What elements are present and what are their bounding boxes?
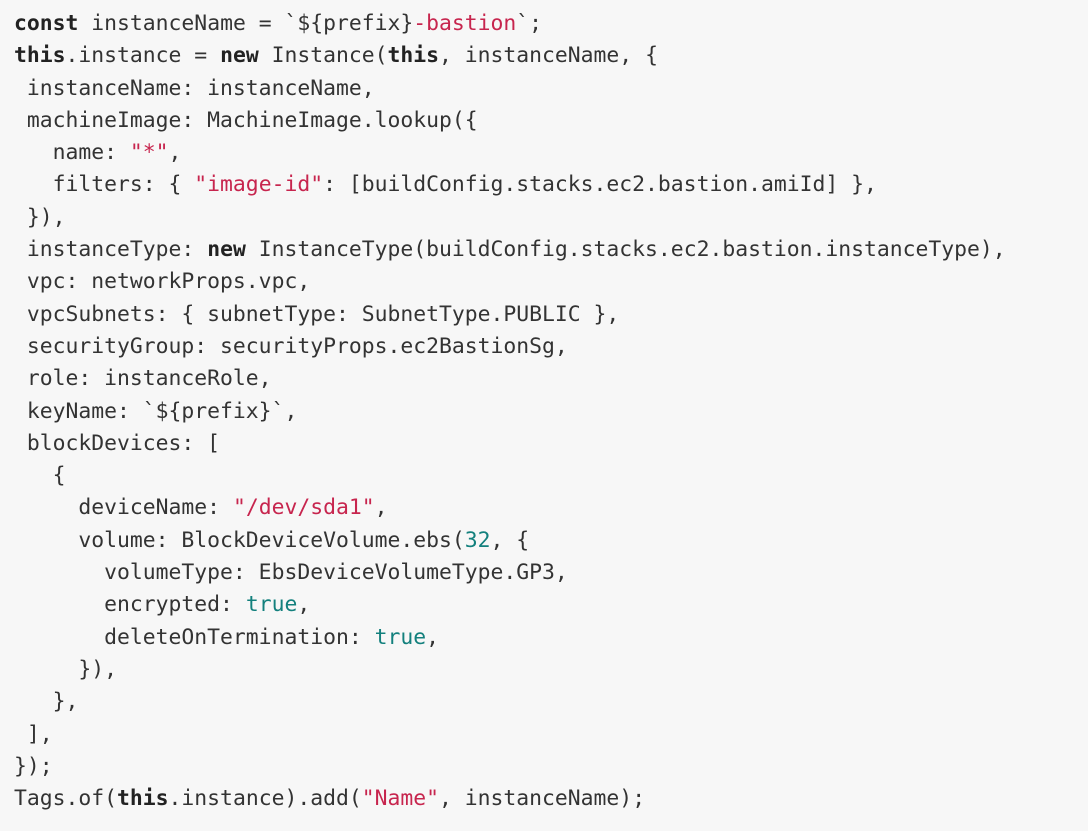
string-token: "Name" — [361, 786, 440, 812]
code-token: vpc: networkProps.vpc, — [14, 269, 311, 295]
keyword-token: new — [207, 237, 246, 263]
code-token: { — [14, 463, 66, 489]
code-line: role: instanceRole, — [14, 363, 1006, 395]
string-token: "*" — [129, 140, 169, 166]
code-token: machineImage: MachineImage.lookup({ — [14, 107, 478, 133]
string-token: "/dev/sda1" — [232, 495, 375, 521]
code-token: deviceName: — [14, 495, 233, 521]
code-line: volume: BlockDeviceVolume.ebs(32, { — [14, 525, 1006, 557]
code-token: instanceName: instanceName, — [14, 75, 375, 101]
code-token: , instanceName, { — [439, 43, 658, 69]
code-line: encrypted: true, — [14, 589, 1006, 621]
code-line: keyName: `${prefix}`, — [14, 396, 1006, 428]
code-token: volumeType: EbsDeviceVolumeType.GP3, — [14, 560, 568, 586]
code-token: vpcSubnets: { subnetType: SubnetType.PUB… — [14, 301, 620, 327]
code-line: filters: { "image-id": [buildConfig.stac… — [14, 169, 1006, 201]
code-line: }); — [14, 751, 1006, 783]
code-token: ], — [14, 721, 53, 747]
keyword-token: this — [387, 43, 440, 69]
code-line: volumeType: EbsDeviceVolumeType.GP3, — [14, 557, 1006, 589]
string-token: -bastion — [413, 11, 517, 36]
code-line: const instanceName = `${prefix}-bastion`… — [14, 8, 1006, 40]
code-line: vpcSubnets: { subnetType: SubnetType.PUB… — [14, 299, 1006, 331]
literal-token: 32 — [464, 527, 491, 553]
code-token: encrypted: — [14, 592, 246, 618]
code-token: `; — [516, 11, 543, 36]
code-token: InstanceType(buildConfig.stacks.ec2.bast… — [245, 237, 1006, 263]
code-token: deleteOnTermination: — [14, 624, 375, 650]
code-token: , — [426, 624, 439, 650]
code-token: blockDevices: [ — [14, 430, 221, 456]
code-block: const instanceName = `${prefix}-bastion`… — [14, 8, 1006, 815]
code-line: }), — [14, 654, 1006, 686]
code-line: }), — [14, 202, 1006, 234]
code-line: Tags.of(this.instance).add("Name", insta… — [14, 783, 1006, 815]
code-line: blockDevices: [ — [14, 428, 1006, 460]
code-line: securityGroup: securityProps.ec2BastionS… — [14, 331, 1006, 363]
code-line: machineImage: MachineImage.lookup({ — [14, 105, 1006, 137]
code-token: , — [297, 592, 311, 618]
code-line: }, — [14, 686, 1006, 718]
code-token: .instance = — [65, 43, 221, 69]
code-token: keyName: `${prefix}`, — [14, 398, 298, 424]
code-line: instanceName: instanceName, — [14, 73, 1006, 105]
code-token: role: instanceRole, — [14, 366, 272, 392]
code-line: { — [14, 460, 1006, 492]
literal-token: true — [245, 592, 298, 618]
keyword-token: new — [220, 43, 259, 69]
code-token: }, — [14, 689, 79, 715]
code-token: }); — [14, 753, 53, 779]
keyword-token: this — [117, 786, 169, 812]
code-token: volume: BlockDeviceVolume.ebs( — [14, 527, 465, 553]
code-token: .instance).add( — [168, 786, 362, 812]
keyword-token: const — [14, 11, 79, 36]
string-token: "image-id" — [194, 172, 324, 198]
code-token: }), — [14, 656, 118, 682]
code-token: instanceName = `${prefix} — [78, 11, 414, 36]
literal-token: true — [374, 624, 427, 650]
keyword-token: this — [14, 43, 66, 69]
code-token: name: — [14, 140, 130, 166]
code-token: filters: { — [14, 172, 195, 198]
code-line: instanceType: new InstanceType(buildConf… — [14, 234, 1006, 266]
code-line: deviceName: "/dev/sda1", — [14, 492, 1006, 524]
code-line: deleteOnTermination: true, — [14, 622, 1006, 654]
code-token: : [buildConfig.stacks.ec2.bastion.amiId]… — [323, 172, 877, 198]
code-token: , { — [490, 527, 530, 553]
code-token: instanceType: — [14, 237, 208, 263]
code-token: Tags.of( — [14, 786, 118, 812]
code-line: vpc: networkProps.vpc, — [14, 266, 1006, 298]
code-token: Instance( — [258, 43, 388, 69]
code-token: }), — [14, 204, 66, 230]
code-token: , — [374, 495, 388, 521]
code-line: ], — [14, 719, 1006, 751]
code-line: name: "*", — [14, 137, 1006, 169]
code-token: , — [168, 140, 182, 166]
code-token: , instanceName); — [439, 786, 646, 812]
code-line: this.instance = new Instance(this, insta… — [14, 40, 1006, 72]
code-token: securityGroup: securityProps.ec2BastionS… — [14, 333, 568, 359]
